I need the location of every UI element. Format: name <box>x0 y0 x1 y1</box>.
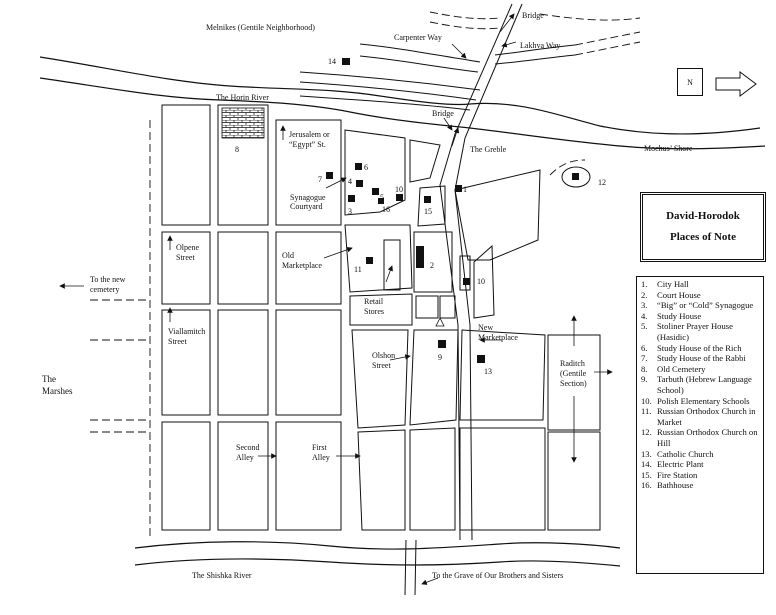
label-old-market-1: Old <box>282 251 294 260</box>
label-raditch-3: Section) <box>560 379 587 388</box>
buildings <box>326 58 579 363</box>
label-marshes-1: The <box>42 374 56 384</box>
label-mochus-shore: Mochus’ Shore <box>644 144 693 153</box>
legend-item: 14.Electric Plant <box>641 459 704 470</box>
legend-item: 1.City Hall <box>641 279 689 289</box>
marker-13: 13 <box>484 367 492 376</box>
outer-streets <box>90 120 586 540</box>
label-melnikes: Melnikes (Gentile Neighborhood) <box>206 23 315 32</box>
marker-3: 3 <box>348 207 352 216</box>
label-synagogue-2: Courtyard <box>290 202 322 211</box>
marker-14: 14 <box>328 57 336 66</box>
label-new-market-1: New <box>478 323 493 332</box>
label-new-cemetery-2: cemetery <box>90 285 119 294</box>
label-retail-2: Stores <box>364 307 384 316</box>
marker-11: 11 <box>354 265 362 274</box>
pointer-arrows <box>59 13 757 585</box>
northern-roads <box>299 3 641 139</box>
marker-16: 16 <box>382 205 390 214</box>
legend: 1.City Hall 2.Court House 3.“Big” or “Co… <box>636 276 764 574</box>
label-horin-river: The Horin River <box>216 93 269 102</box>
legend-item: 4.Study House <box>641 310 702 321</box>
label-olshon-2: Street <box>372 361 391 370</box>
marker-8: 8 <box>235 145 239 154</box>
label-marshes-2: Marshes <box>42 386 73 396</box>
legend-item: 5.Stoliner Prayer House (Hasidic) <box>641 321 733 342</box>
legend-item: 16.Bathhouse <box>641 480 694 491</box>
map-labels: Melnikes (Gentile Neighborhood) Bridge C… <box>42 11 693 580</box>
label-olpene-1: Olpene <box>176 243 200 252</box>
marker-4: 4 <box>348 177 352 186</box>
marker-9: 9 <box>438 353 442 362</box>
marker-12: 12 <box>598 178 606 187</box>
horin-river <box>39 56 766 150</box>
north-label: N <box>687 77 693 87</box>
label-second-alley-1: Second <box>236 443 260 452</box>
label-raditch-2: (Gentile <box>560 369 587 378</box>
legend-item: 12.Russian Orthodox Church on Hill <box>641 427 758 448</box>
marker-numbers: 14 8 6 7 4 10 1 5 16 3 15 12 2 11 10 9 1… <box>235 57 606 376</box>
label-old-market-2: Marketplace <box>282 261 322 270</box>
map-title-box: David-Horodok Places of Note <box>640 192 766 262</box>
legend-item: 6.Study House of the Rich <box>641 342 742 353</box>
legend-item: 9.Tarbuth (Hebrew Language School) <box>641 374 752 395</box>
label-jerusalem-2: “Egypt” St. <box>289 140 326 149</box>
label-lakhva-way: Lakhva Way <box>520 41 560 50</box>
legend-item: 13.Catholic Church <box>641 448 714 459</box>
map-title-line2: Places of Note <box>670 231 736 243</box>
label-raditch-1: Raditch <box>560 359 585 368</box>
label-viallamitch-2: Street <box>168 337 187 346</box>
label-second-alley-2: Alley <box>236 453 254 462</box>
legend-item: 7.Study House of the Rabbi <box>641 353 746 364</box>
marker-6: 6 <box>364 163 368 172</box>
marker-5: 5 <box>380 193 384 202</box>
marker-2: 2 <box>430 261 434 270</box>
label-retail-1: Retail <box>364 297 384 306</box>
legend-item: 11.Russian Orthodox Church in Market <box>641 406 756 427</box>
marker-10a: 10 <box>395 185 403 194</box>
legend-item: 10.Polish Elementary Schools <box>641 395 750 406</box>
label-carpenter-way: Carpenter Way <box>394 33 442 42</box>
label-bridge-mid: Bridge <box>432 109 454 118</box>
label-synagogue-1: Synagogue <box>290 193 326 202</box>
label-jerusalem-1: Jerusalem or <box>289 130 330 139</box>
map-title-line1: David-Horodok <box>666 210 740 222</box>
legend-item: 3.“Big” or “Cold” Synagogue <box>641 300 754 311</box>
label-first-alley-1: First <box>312 443 327 452</box>
label-grave: To the Grave of Our Brothers and Sisters <box>432 571 563 580</box>
marker-7: 7 <box>318 175 322 184</box>
shishka-river <box>134 541 621 567</box>
legend-item: 8.Old Cemetery <box>641 363 706 374</box>
label-first-alley-2: Alley <box>312 453 330 462</box>
legend-item: 15.Fire Station <box>641 469 698 480</box>
main-road <box>404 133 473 596</box>
town-blocks <box>161 104 601 531</box>
marker-15: 15 <box>424 207 432 216</box>
marker-10b: 10 <box>477 277 485 286</box>
label-shishka-river: The Shishka River <box>192 571 252 580</box>
north-arrow-icon <box>715 71 757 97</box>
church-hill <box>561 166 591 188</box>
label-viallamitch-1: Viallamitch <box>168 327 205 336</box>
label-olshon-1: Olshon <box>372 351 395 360</box>
legend-item: 2.Court House <box>641 289 701 300</box>
label-bridge-top: Bridge <box>522 11 544 20</box>
north-indicator: N <box>677 68 703 96</box>
marker-1: 1 <box>463 185 467 194</box>
label-greble: The Greble <box>470 145 507 154</box>
label-new-cemetery-1: To the new <box>90 275 126 284</box>
old-cemetery <box>221 107 265 139</box>
label-olpene-2: Street <box>176 253 195 262</box>
label-new-market-2: Marketplace <box>478 333 518 342</box>
